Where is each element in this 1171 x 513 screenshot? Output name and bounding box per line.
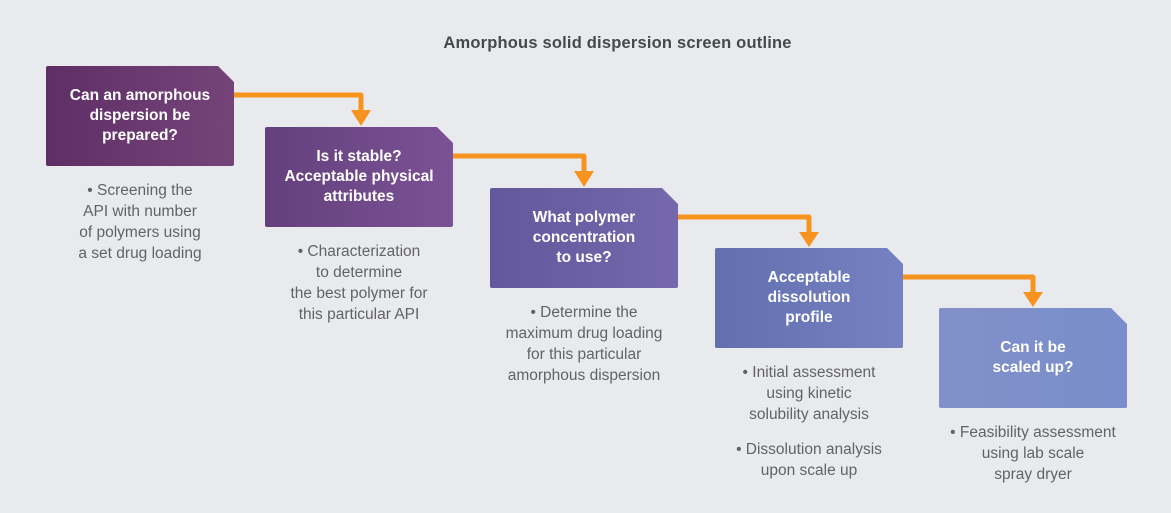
diagram-title: Amorphous solid dispersion screen outlin… (443, 34, 792, 52)
step-4-label: Acceptable dissolution profile (767, 269, 851, 326)
step-4: Acceptable dissolution profile • Initial… (715, 248, 903, 479)
step-3: What polymer concentration to use? • Det… (490, 188, 678, 384)
step-1-label: Can an amorphous dispersion be prepared? (69, 87, 211, 144)
step-3-box: What polymer concentration to use? (490, 188, 678, 288)
step-5-notes: • Feasibility assessment using lab scale… (921, 422, 1145, 499)
step-4-box: Acceptable dissolution profile (715, 248, 903, 348)
step-2-label: Is it stable? Acceptable physical attrib… (284, 148, 434, 205)
step-1: Can an amorphous dispersion be prepared?… (46, 66, 234, 262)
flow-arrow-2 (453, 153, 594, 187)
step-2-box: Is it stable? Acceptable physical attrib… (265, 127, 453, 227)
note-bullet: • Feasibility assessment using lab scale… (950, 424, 1116, 483)
step-4-notes: • Initial assessment using kinetic solub… (697, 362, 921, 495)
step-1-box: Can an amorphous dispersion be prepared? (46, 66, 234, 166)
flow-arrow-1 (234, 92, 371, 126)
step-3-label: What polymer concentration to use? (532, 209, 636, 266)
note-bullet: • Screening the API with number of polym… (78, 182, 202, 262)
note-bullet: • Determine the maximum drug loading for… (505, 304, 663, 384)
flow-arrow-3 (678, 214, 819, 247)
step-5-label: Can it be scaled up? (992, 339, 1074, 376)
note-bullet: • Dissolution analysis upon scale up (736, 441, 882, 479)
note-bullet: • Initial assessment using kinetic solub… (742, 364, 876, 423)
step-2: Is it stable? Acceptable physical attrib… (265, 127, 453, 323)
step-3-notes: • Determine the maximum drug loading for… (472, 302, 696, 400)
flow-arrow-4 (903, 274, 1043, 307)
step-2-notes: • Characterization to determine the best… (247, 241, 471, 339)
step-5-box: Can it be scaled up? (939, 308, 1127, 408)
note-bullet: • Characterization to determine the best… (290, 243, 428, 323)
step-5: Can it be scaled up? • Feasibility asses… (939, 308, 1127, 483)
step-1-notes: • Screening the API with number of polym… (28, 180, 252, 278)
